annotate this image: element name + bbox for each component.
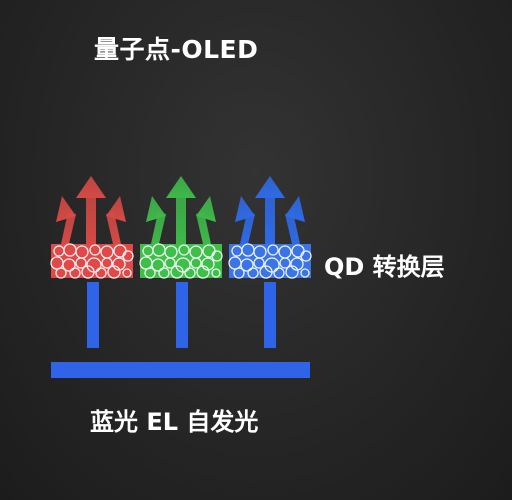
quantum-dot: [233, 267, 245, 279]
quantum-dot: [273, 267, 285, 279]
quantum-dot: [62, 258, 76, 272]
quantum-dot: [89, 244, 101, 256]
quantum-dot: [300, 250, 312, 262]
green-output-arrows: [146, 176, 216, 244]
quantum-dot: [247, 267, 259, 279]
blue-output-arrows: [235, 176, 305, 244]
quantum-dot: [151, 258, 165, 272]
quantum-dot: [267, 244, 279, 256]
quantum-dot: [300, 268, 310, 278]
red-output-arrows: [56, 176, 126, 244]
quantum-dot: [122, 268, 132, 278]
quantum-dot: [170, 265, 184, 279]
quantum-dot: [196, 265, 210, 279]
quantum-dot: [75, 257, 87, 269]
quantum-dot: [184, 267, 196, 279]
blue-light-columns: [87, 282, 276, 348]
quantum-dot: [190, 257, 202, 269]
quantum-dot: [69, 267, 81, 279]
quantum-dot: [285, 265, 299, 279]
blue-emitter-bar: [51, 362, 310, 378]
quantum-dot: [55, 267, 67, 279]
qd-cell-red: [50, 243, 134, 279]
diagram-title: 量子点-OLED: [94, 35, 259, 64]
quantum-dot: [101, 257, 113, 269]
quantum-dot: [211, 268, 221, 278]
quantum-dot: [259, 265, 273, 279]
quantum-dot: [240, 258, 254, 272]
quantum-dot: [164, 257, 176, 269]
qd-cell-blue: [228, 243, 312, 279]
emitter-label: 蓝光 EL 自发光: [90, 408, 259, 436]
quantum-dot: [279, 257, 291, 269]
quantum-dot: [253, 257, 265, 269]
quantum-dot: [95, 267, 107, 279]
qd-layer-label: QD 转换层: [324, 253, 445, 281]
quantum-dot: [107, 265, 121, 279]
quantum-dot: [144, 267, 156, 279]
quantum-dot: [122, 250, 134, 262]
quantum-dot: [158, 267, 170, 279]
quantum-dot: [81, 265, 95, 279]
quantum-dot: [211, 250, 223, 262]
qd-cell-green: [139, 243, 223, 279]
quantum-dot: [178, 244, 190, 256]
